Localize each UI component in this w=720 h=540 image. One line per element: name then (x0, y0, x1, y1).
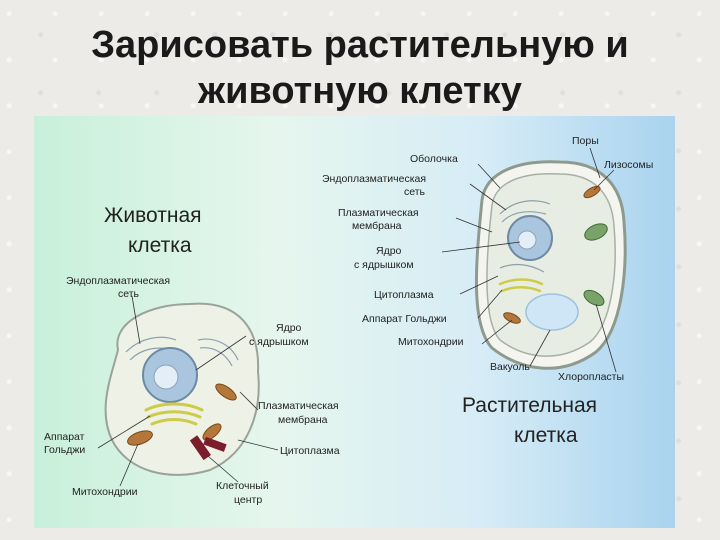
title-line-2: животную клетку (198, 70, 522, 112)
animal-label-mitochondria: Митохондрии (72, 486, 138, 498)
animal-label-membrane-2: мембрана (278, 414, 328, 426)
plant-label-membrane-1: Плазматическая (338, 207, 419, 219)
plant-label-membrane-2: мембрана (352, 220, 402, 232)
animal-mitochondria (127, 383, 237, 446)
animal-centrosome (189, 435, 227, 461)
animal-nucleolus (153, 364, 179, 390)
plant-label-er-2: сеть (404, 186, 426, 198)
plant-label-er-1: Эндоплазматическая (322, 173, 426, 185)
animal-heading-line-2: клетка (128, 234, 192, 257)
animal-label-centrosome-2: центр (234, 494, 262, 506)
animal-cell-drawing (104, 302, 260, 476)
plant-er (499, 200, 551, 273)
title-line-1: Зарисовать растительную и (91, 24, 629, 66)
slide-title: Зарисовать растительную и животную клетк… (0, 22, 720, 114)
plant-label-pores: Поры (572, 135, 599, 147)
plant-heading-line-2: клетка (514, 424, 578, 447)
animal-label-golgi-1: Аппарат (44, 431, 85, 443)
animal-label-membrane-1: Плазматическая (258, 400, 339, 412)
plant-label-golgi: Аппарат Гольджи (362, 313, 447, 325)
plant-label-mitochondria: Митохондрии (398, 336, 464, 348)
plant-heading-line-1: Растительная (462, 394, 597, 417)
leader-lines (97, 147, 617, 487)
plant-label-nucleus-1: Ядро (376, 245, 402, 257)
plant-label-cytoplasm: Цитоплазма (374, 289, 434, 301)
animal-label-centrosome-1: Клеточный (216, 480, 269, 492)
animal-label-golgi-2: Гольджи (44, 444, 85, 456)
animal-label-cytoplasm: Цитоплазма (280, 445, 340, 457)
animal-label-nucleus-2: с ядрышком (249, 336, 309, 348)
plant-label-nucleus-2: с ядрышком (354, 259, 414, 271)
animal-label-er-2: сеть (118, 288, 140, 300)
animal-label-er-1: Эндоплазматическая (66, 275, 170, 287)
plant-vacuole (525, 293, 579, 331)
animal-label-nucleus-1: Ядро (276, 322, 302, 334)
animal-heading-line-1: Животная (104, 204, 202, 227)
plant-golgi (498, 278, 544, 293)
plant-nucleolus (517, 230, 537, 250)
animal-golgi (144, 402, 204, 426)
plant-chloroplasts (583, 223, 608, 307)
plant-label-wall: Оболочка (410, 153, 458, 165)
plant-label-lysosomes: Лизосомы (604, 159, 653, 171)
plant-label-chloroplasts: Хлоропласты (558, 371, 624, 383)
plant-label-vacuole: Вакуоль (490, 361, 530, 373)
plant-cell-drawing (474, 160, 627, 370)
